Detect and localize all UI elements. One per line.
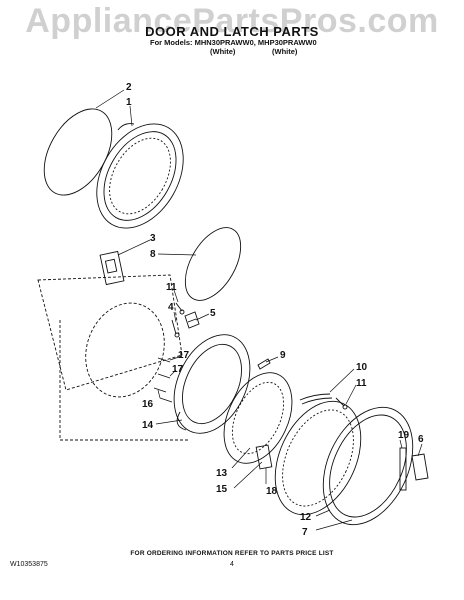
- part-18-strike: [255, 444, 273, 470]
- part-7-door-rim: [322, 406, 414, 526]
- part-6-handle: [411, 453, 429, 481]
- callout-9: 9: [280, 350, 286, 361]
- page-number: 4: [230, 561, 234, 568]
- part-16-screws: [153, 387, 173, 403]
- part-19-handle-insert: [399, 447, 407, 491]
- part-8-inner-window: [184, 227, 242, 301]
- callout-11-b: 11: [356, 378, 367, 389]
- callout-4: 4: [168, 302, 174, 313]
- part-17-hinge-screws: [157, 357, 171, 379]
- callout-7: 7: [302, 527, 308, 538]
- callout-3: 3: [150, 233, 156, 244]
- model-numbers: For Models: MHN30PRAWW0, MHP30PRAWW0: [150, 38, 317, 47]
- callout-18: 18: [266, 486, 278, 497]
- callout-17-b: 17: [172, 364, 184, 375]
- part-10-handle-cover: [299, 393, 333, 405]
- callout-1: 1: [126, 97, 132, 108]
- part-11-handle-screw: [335, 397, 348, 410]
- callout-8: 8: [150, 249, 156, 260]
- callout-12: 12: [300, 512, 312, 523]
- color-variant-2: (White): [272, 47, 298, 56]
- part-12-outer-door-panel: [274, 400, 362, 516]
- callout-13: 13: [216, 468, 228, 479]
- leader-lines: [95, 89, 423, 531]
- part-1-door-frame: [96, 123, 184, 229]
- part-2-outer-window: [43, 108, 113, 196]
- page-title: DOOR AND LATCH PARTS: [145, 24, 319, 39]
- watermark-text: AppliancePartsPros.com: [25, 2, 439, 40]
- callout-16: 16: [142, 399, 154, 410]
- part-9-hinge-pin: [257, 358, 271, 370]
- part-3-latch: [99, 250, 125, 286]
- callout-19: 19: [398, 430, 410, 441]
- part-5-hinge: [184, 311, 200, 329]
- ordering-info: FOR ORDERING INFORMATION REFER TO PARTS …: [130, 550, 334, 557]
- cabinet-front-panel: [37, 274, 190, 441]
- document-number: W10353875: [10, 561, 48, 568]
- part-4-screw: [171, 319, 180, 338]
- callout-14: 14: [142, 420, 154, 431]
- callout-17: 17: [178, 350, 190, 361]
- callout-6: 6: [418, 434, 424, 445]
- callout-15: 15: [216, 484, 228, 495]
- callout-2: 2: [126, 82, 132, 93]
- callout-5: 5: [210, 308, 216, 319]
- callout-11: 11: [166, 282, 177, 293]
- part-14-inner-door-ring: [173, 334, 251, 434]
- color-variant-1: (White): [210, 47, 236, 56]
- part-11-screw: [175, 302, 185, 315]
- callout-10: 10: [356, 362, 368, 373]
